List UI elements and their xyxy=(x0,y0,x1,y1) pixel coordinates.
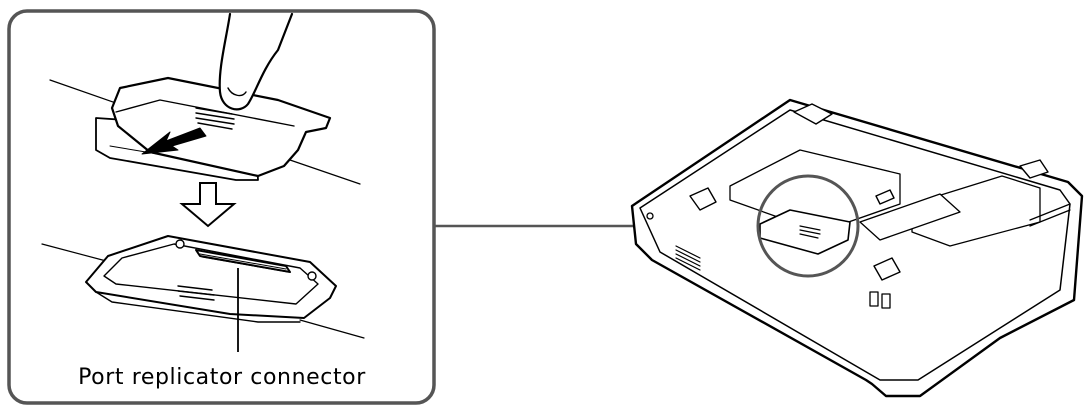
connector-label: Port replicator connector xyxy=(78,365,366,390)
laptop-underside xyxy=(632,100,1082,396)
